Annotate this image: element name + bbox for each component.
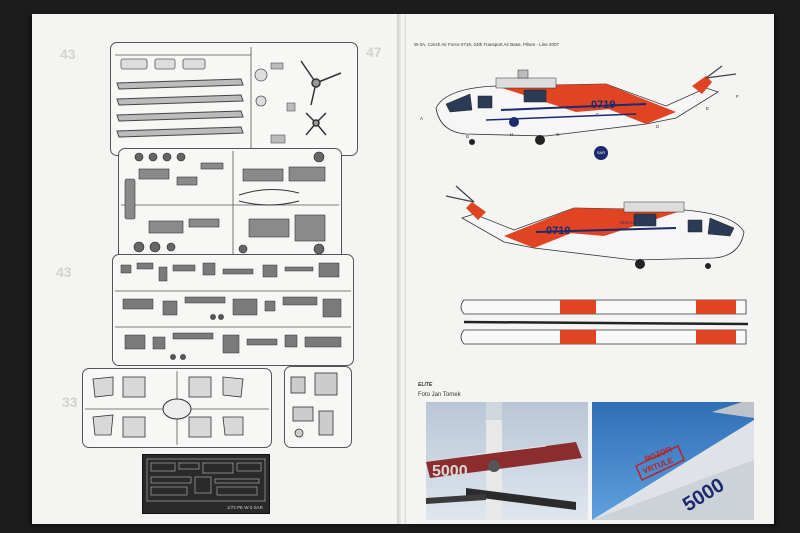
- callout-letter-d: D: [656, 124, 660, 129]
- brand-logo: ELITE: [418, 382, 433, 388]
- tail-rotor-photo: 5000: [426, 402, 582, 520]
- ghost-page-number: 47: [366, 44, 382, 60]
- rotor-blades-drawing: [115, 47, 342, 151]
- sar-badge-icon: [509, 117, 519, 127]
- scheme-caption: W-3A, Czech Air Force 0719, 24th Transpo…: [414, 42, 559, 47]
- callout-letter-b: B: [466, 134, 470, 139]
- tail-boom-photo: POZOR VRTULE 5000: [592, 402, 754, 520]
- sar-badge-callout: SAR: [594, 146, 608, 160]
- helicopter-side-view-left: 0719 CZECH AIR FORCE: [435, 65, 737, 145]
- blade-part: [116, 94, 244, 106]
- callout-letter-c: C: [596, 112, 600, 117]
- photo-credit: Foto Jan Tomek: [418, 392, 461, 398]
- photo-etch-caption: 1/72 PE W-3 SAR: [227, 505, 263, 510]
- open-booklet: 43 47 43 33: [32, 14, 774, 526]
- sprue-clear-parts: [82, 368, 272, 448]
- photo-tail-boom: POZOR VRTULE 5000: [592, 402, 754, 520]
- callout-letter-a: A: [420, 116, 424, 121]
- ghost-page-number: 33: [62, 394, 78, 410]
- callout-letter-g: G: [556, 132, 560, 137]
- rescue-lettering: RESCUE: [620, 220, 637, 225]
- photo-etch-pattern: [146, 458, 266, 502]
- tail-number-photo: 5000: [432, 463, 468, 480]
- photo-etch-fret: 1/72 PE W-3 SAR: [142, 454, 270, 514]
- photo-tail-rotor: 5000: [426, 402, 588, 520]
- sprue-clear-small: [284, 366, 352, 448]
- clear-small-drawing: [290, 372, 338, 438]
- blade-part: [116, 78, 244, 90]
- fuselage-lettering: CZECH AIR FORCE: [502, 102, 539, 107]
- callout-letter-h: H: [510, 132, 514, 137]
- small-parts-drawing: [115, 262, 351, 360]
- rotor-blade-markings: [460, 299, 749, 345]
- tail-number-text: 0719: [591, 99, 615, 111]
- sprue-fuselage-parts: [118, 148, 342, 262]
- tail-number-text: 0719: [546, 225, 570, 237]
- ghost-page-number: 43: [60, 46, 76, 62]
- blade-part: [116, 126, 244, 138]
- callout-letter-e: E: [706, 106, 710, 111]
- blade-part: [116, 110, 244, 122]
- clear-parts-drawing: [85, 371, 269, 445]
- left-page-sprue-diagram: 43 47 43 33: [32, 14, 400, 524]
- ghost-page-number: 43: [56, 264, 72, 280]
- fuselage-parts-drawing: [121, 151, 339, 259]
- right-page-painting-scheme: W-3A, Czech Air Force 0719, 24th Transpo…: [406, 14, 774, 524]
- callout-letter-f: F: [736, 94, 739, 99]
- helicopter-side-view-right: 0719 RESCUE: [445, 185, 745, 269]
- sprue-rotor-blades: [110, 42, 358, 156]
- sprue-small-parts: [112, 254, 354, 366]
